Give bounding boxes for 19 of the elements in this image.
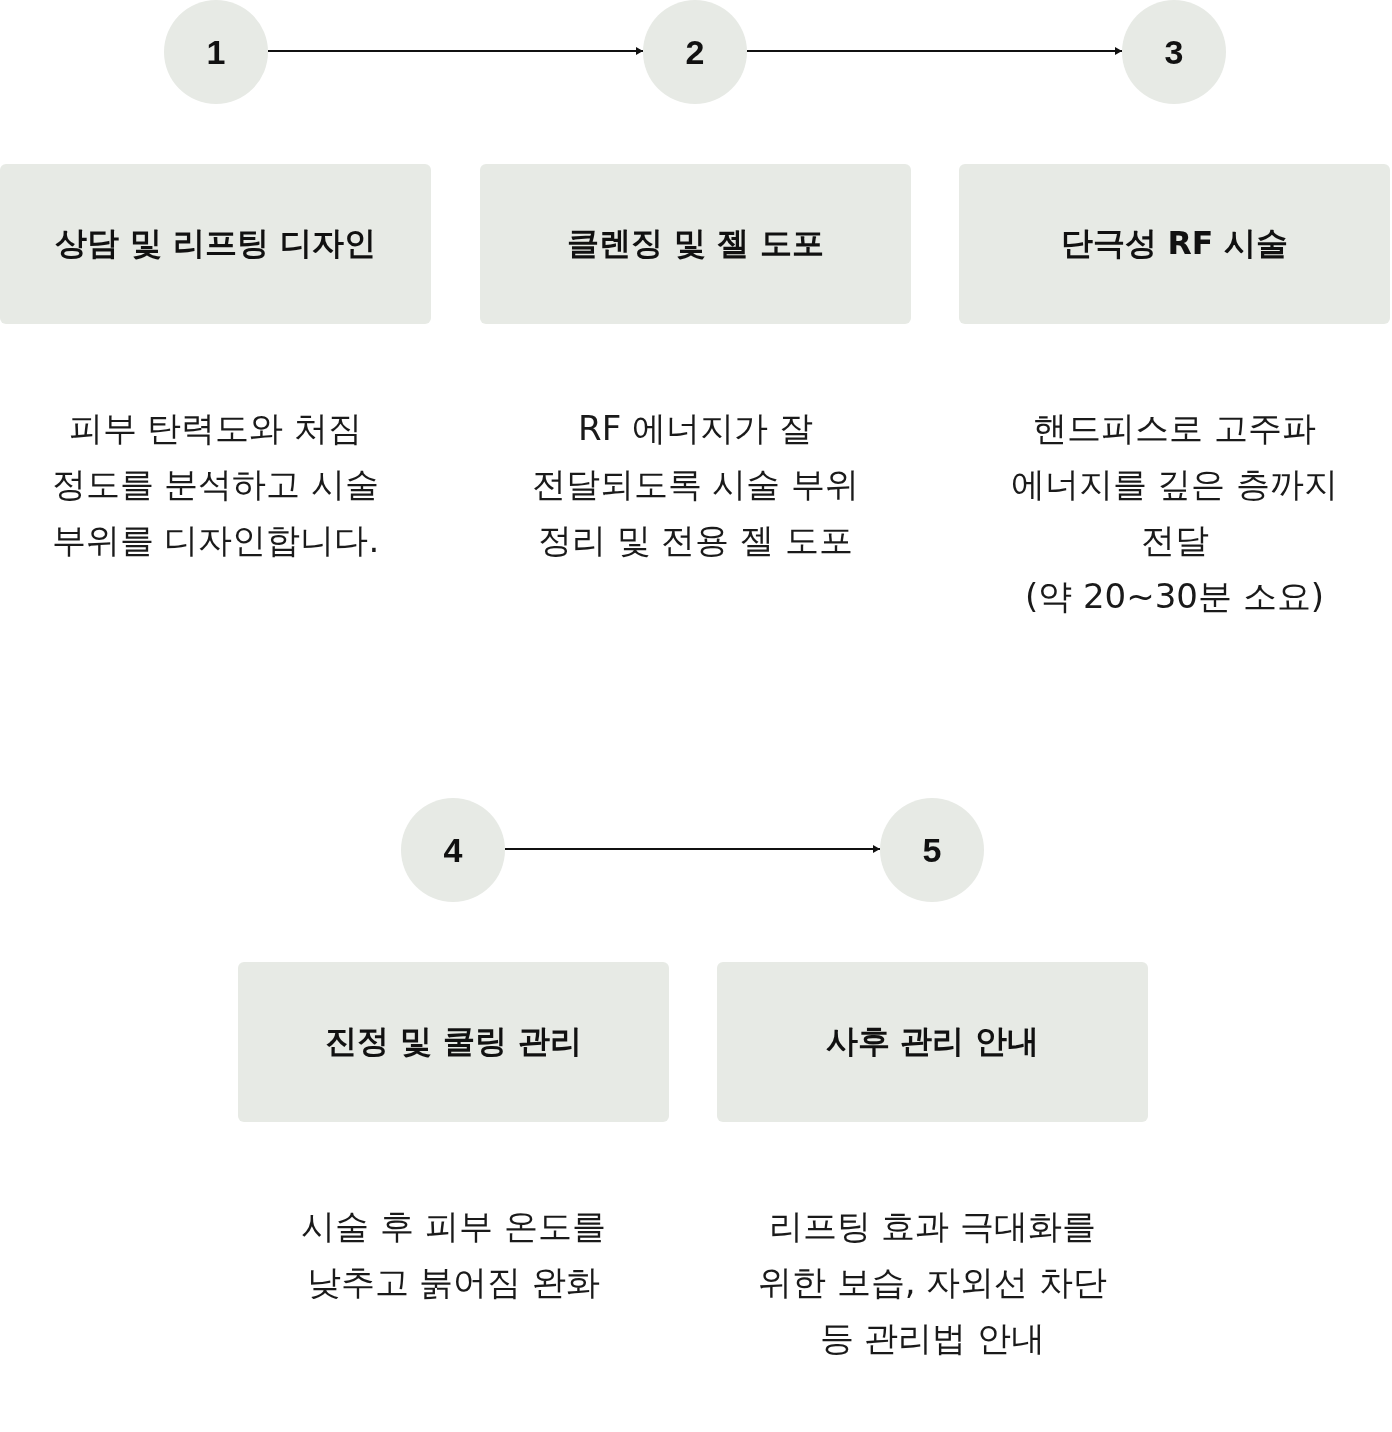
step-number-circle: 2 [643, 0, 747, 104]
step-box: 사후 관리 안내 [717, 962, 1148, 1122]
step-description: 피부 탄력도와 처짐 정도를 분석하고 시술 부위를 디자인합니다. [51, 407, 380, 562]
step-number-circle: 4 [401, 798, 505, 902]
arrow [267, 47, 644, 55]
step-description: RF 에너지가 잘 전달되도록 시술 부위 정리 및 전용 젤 도포 [531, 407, 860, 562]
step-description: 시술 후 피부 온도를 낮추고 붉어짐 완화 [300, 1205, 607, 1304]
arrow [746, 47, 1123, 55]
step-description: 리프팅 효과 극대화를 위한 보습, 자외선 차단 등 관리법 안내 [757, 1205, 1108, 1360]
duration-note: (약 20~30분 소요) [1024, 575, 1325, 618]
step-box: 클렌징 및 젤 도포 [480, 164, 911, 324]
step-number-circle: 5 [880, 798, 984, 902]
step-number-circle: 3 [1122, 0, 1226, 104]
step-number-circle: 1 [164, 0, 268, 104]
arrow [504, 845, 881, 853]
step-description: 핸드피스로 고주파 에너지를 깊은 층까지 전달 [1010, 407, 1339, 562]
step-box: 단극성 RF 시술 [959, 164, 1390, 324]
step-box: 진정 및 쿨링 관리 [238, 962, 669, 1122]
step-box: 상담 및 리프팅 디자인 [0, 164, 431, 324]
